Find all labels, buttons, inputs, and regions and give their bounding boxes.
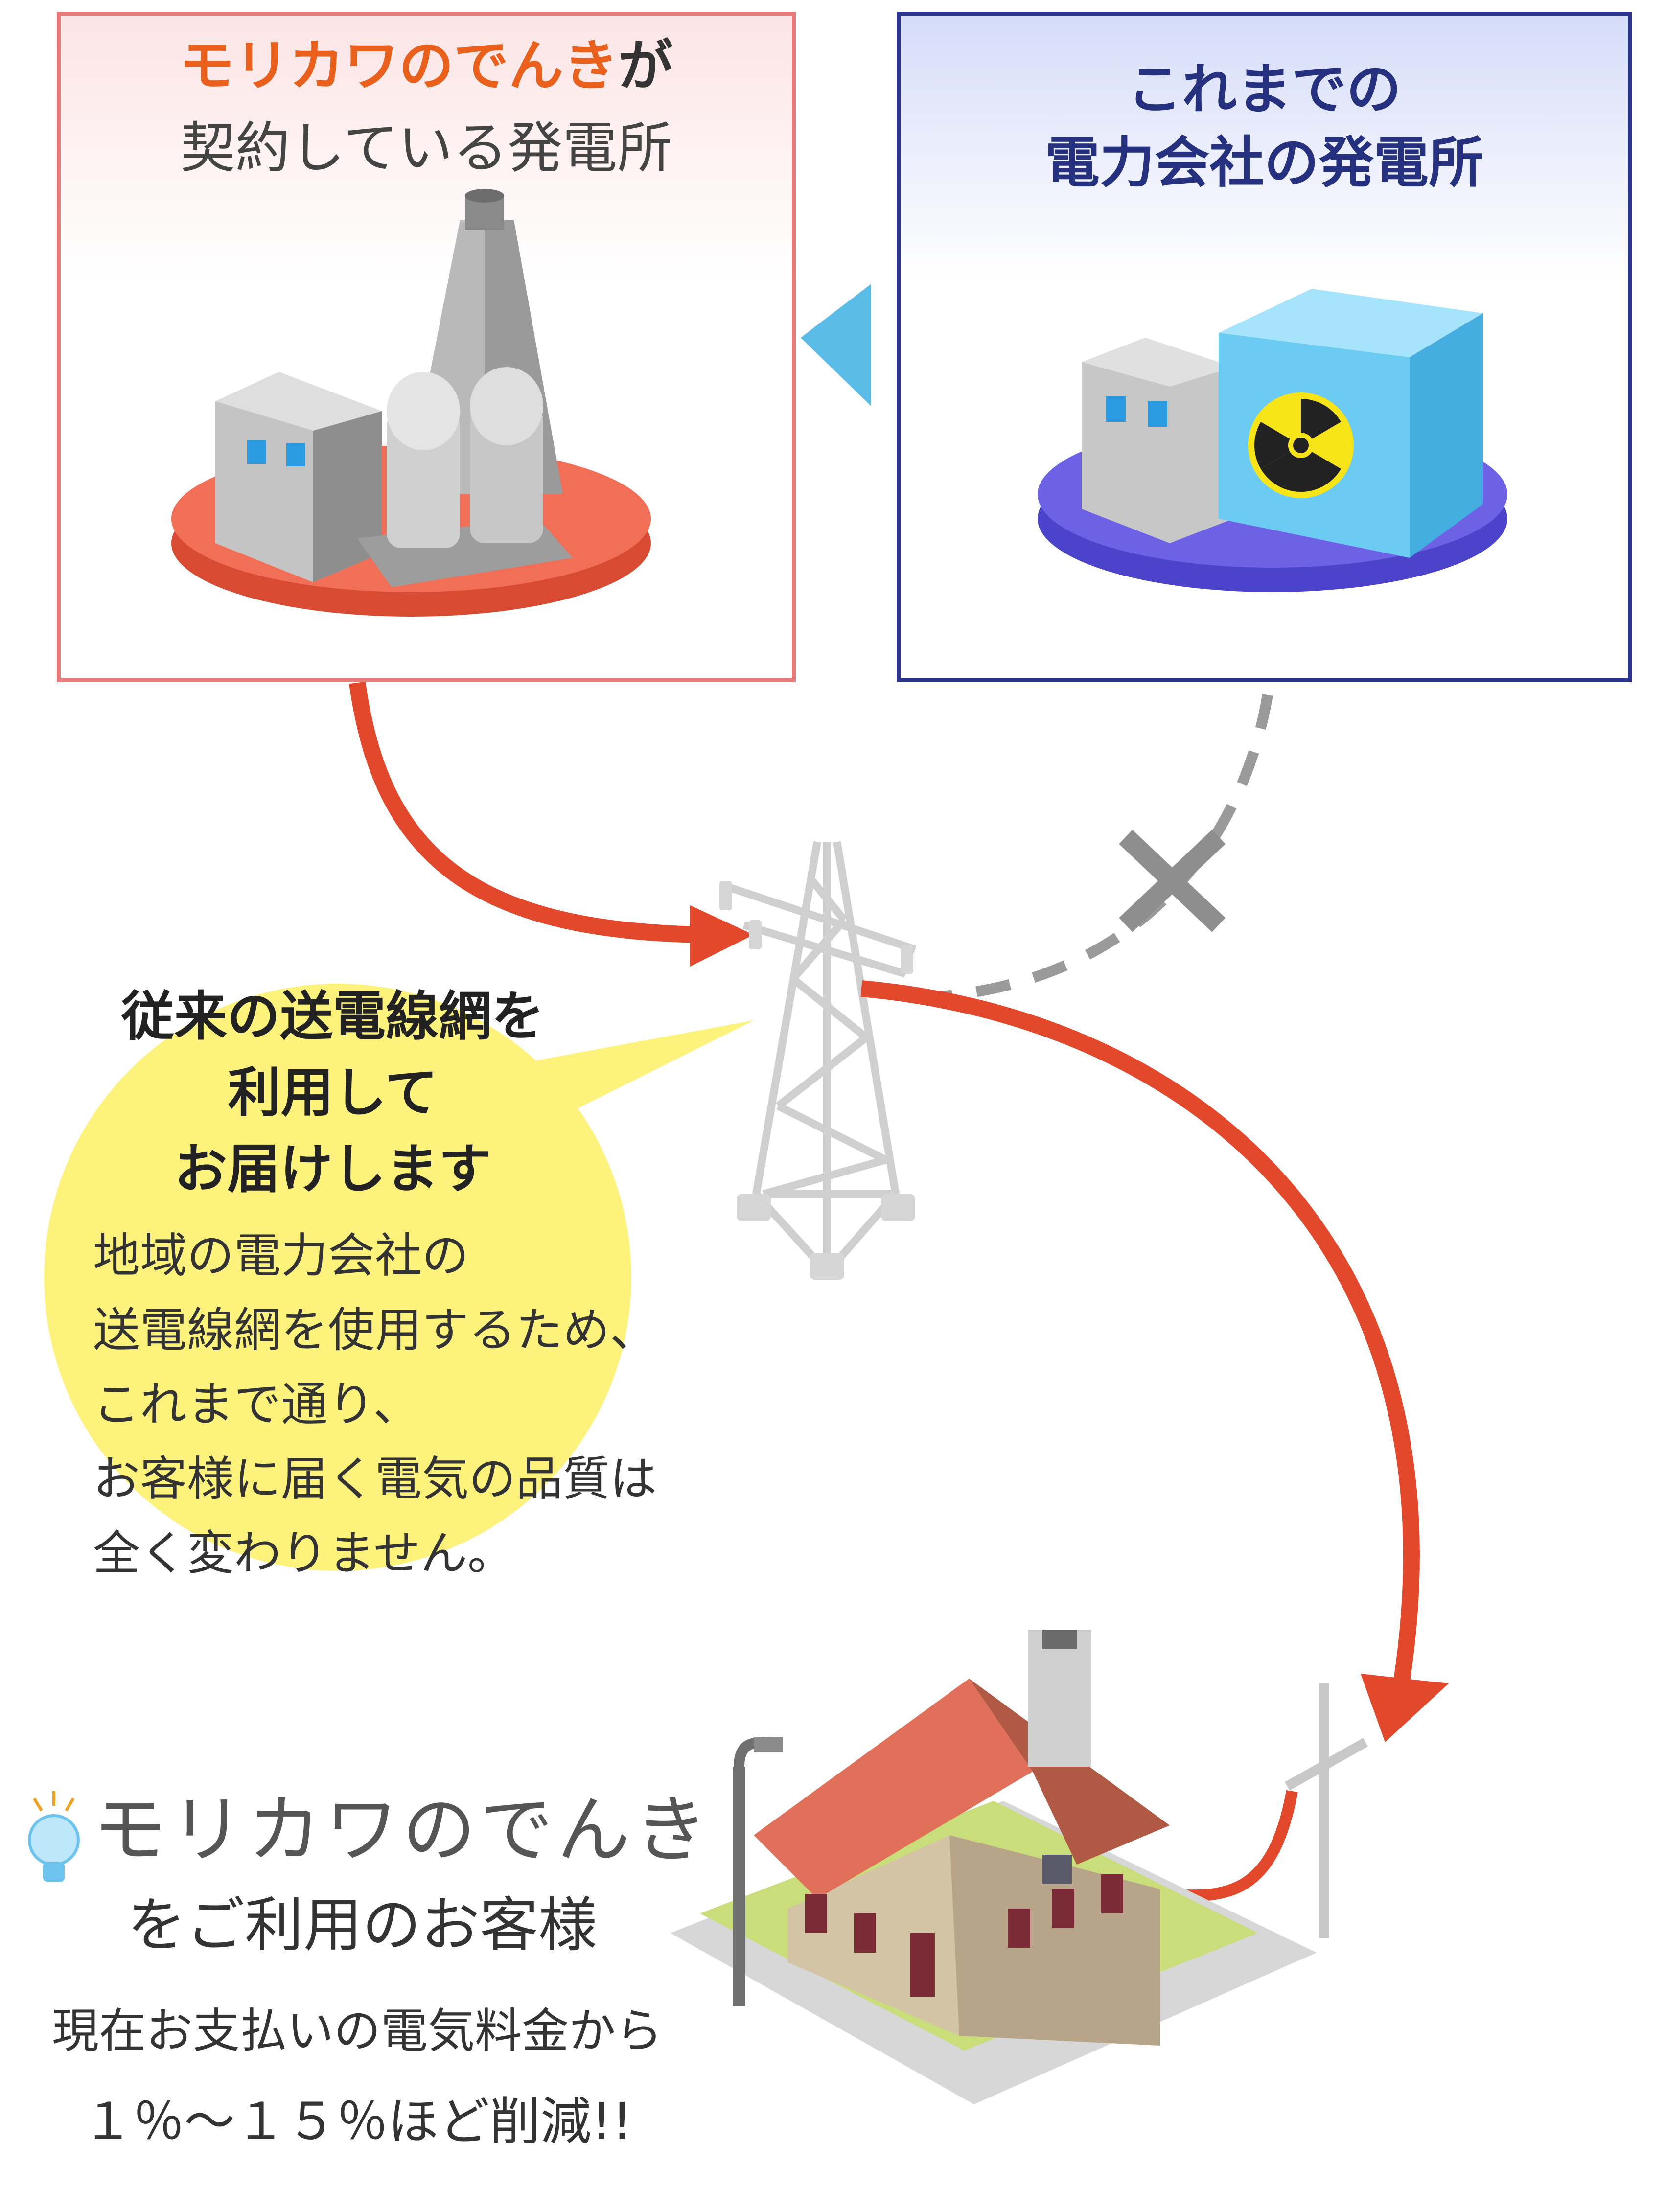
discontinued-supply-line (905, 694, 1273, 1004)
house-icon (671, 1630, 1317, 2104)
right-box-title-line1: これまでの (1127, 58, 1401, 121)
title-particle: が (618, 34, 673, 98)
street-lamp-icon (733, 1737, 783, 2006)
cross-mark-icon (1119, 830, 1226, 932)
right-box-title-line2: 電力会社の発電所 (1045, 131, 1483, 195)
customer-line: をご利用のお客様 (127, 1891, 597, 1959)
power-flow-arrow-to-tower (349, 681, 700, 943)
bubble-body-line1: 地域の電力会社の (93, 1228, 469, 1283)
bubble-heading-line2: 利用して (228, 1062, 438, 1124)
bubble-body-line2: 送電線網を使用するため、 (93, 1303, 657, 1358)
brand-highlight: モリカワのでんき (180, 34, 618, 98)
thermal-power-plant-icon (171, 189, 651, 617)
nuclear-power-plant-icon (1038, 289, 1507, 592)
left-box-title-line1: モリカワのでんきが (61, 29, 792, 103)
bubble-heading-line1: 従来の送電線網を (121, 986, 544, 1047)
arrowhead-to-tower (690, 905, 754, 967)
left-box-title-line2: 契約している発電所 (180, 116, 672, 180)
arrowhead-to-house (1361, 1674, 1449, 1742)
bubble-body-line4: お客様に届く電気の品質は (93, 1452, 657, 1506)
bubble-heading-line3: お届けします (174, 1139, 491, 1200)
savings-amount-line: １％～１５％ほど削減!! (82, 2092, 632, 2151)
savings-intro-line: 現在お支払いの電気料金から (52, 2004, 663, 2058)
bubble-body-line3: これまで通り、 (93, 1377, 420, 1432)
left-pointing-triangle-icon (801, 284, 871, 406)
tower-base-icon (719, 881, 915, 1280)
light-bulb-icon (28, 1791, 80, 1882)
power-flow-arrow-to-house (860, 980, 1420, 1695)
brand-logo-text: モリカワのでんき (93, 1788, 712, 1873)
speech-bubble (44, 984, 754, 1571)
bubble-body-line5: 全く変わりません。 (93, 1526, 515, 1581)
